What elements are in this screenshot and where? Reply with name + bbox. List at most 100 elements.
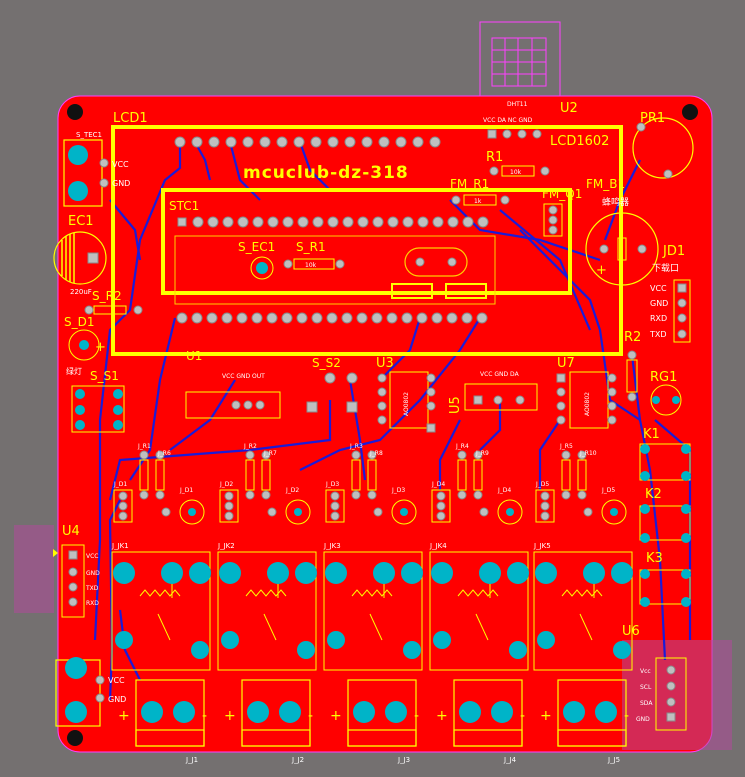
relay-4-led-label: J_D4: [497, 487, 511, 494]
relay-3-relay-outline: [323, 551, 423, 671]
relay-2-r6-body: [261, 459, 271, 491]
fm-r1-pin-1: [451, 195, 461, 205]
power-vcc-label: VCC: [108, 676, 125, 685]
u5-pin-labels: VCC GND DA: [480, 371, 520, 378]
s-s2-pin-2: [346, 372, 358, 384]
relay-2-terminal-base: [241, 729, 311, 747]
s-r2-pin-1: [84, 305, 94, 315]
stc1-bottom-pins: [176, 312, 488, 324]
u1-pin-3: [255, 400, 265, 410]
label-s-ec1: S_EC1: [238, 240, 275, 254]
ec1-value: 220uF: [70, 288, 92, 296]
relay-4-r-pin-2: [457, 490, 467, 500]
jd1-vcc-label: VCC: [650, 284, 667, 293]
label-s-s2: S_S2: [312, 356, 341, 370]
lcd1-header-pins: [174, 136, 441, 148]
relay-1-relay-pad-5: [191, 641, 209, 659]
s-r1-pin-1: [283, 259, 293, 269]
power-jack-pad-2: [65, 701, 87, 723]
u3-outline: [389, 371, 429, 429]
s-s1-pad-4: [113, 389, 123, 399]
relay-4-relay-pad-4: [433, 631, 451, 649]
cap-c1: [391, 283, 433, 299]
relay-1-relay-contact: [157, 584, 173, 641]
r1-value: 10k: [510, 169, 522, 176]
relay-4-q-outline: [431, 489, 451, 523]
label-s-r2: S_R2: [92, 289, 122, 303]
tec-gnd-label: GND: [112, 179, 130, 188]
relay-3-relay-contact: [369, 584, 385, 641]
relay-1-terminal-minus: -: [202, 708, 207, 724]
relay-1-led-pad: [188, 508, 196, 516]
relay-2-terminal-minus: -: [308, 708, 313, 724]
relay-2-led-outline: [285, 499, 311, 525]
u3-pins: [377, 373, 436, 433]
u6-pin-4-label: GND: [636, 716, 650, 723]
relay-5-relay-pad-4: [537, 631, 555, 649]
u4-pin1-marker: [53, 549, 58, 557]
relay-3-terminal-pad-1: [353, 701, 375, 723]
relay-5-led-label: J_D5: [601, 487, 615, 494]
mount-hole-tl: [67, 104, 83, 120]
relay-4-q-pin-1: [436, 491, 446, 501]
fm-b1-plus: +: [596, 263, 607, 278]
relay-1-terminal-pad-2: [173, 701, 195, 723]
relay-4-relay-outline: [429, 551, 529, 671]
label-k1: K1: [643, 427, 660, 442]
relay-2-led-pin: [267, 507, 277, 517]
relay-4-r-pin-1: [457, 450, 467, 460]
r2-pin-2: [627, 392, 637, 402]
relay-1-r6-pin-2: [155, 490, 165, 500]
relay-1-led-label: J_D1: [179, 487, 193, 494]
s-s2-pin-4: [346, 401, 358, 413]
relay-1-led-outline: [179, 499, 205, 525]
jd1-outline: [673, 279, 691, 343]
label-u7: U7: [557, 356, 575, 371]
label-s-d1: S_D1: [64, 315, 95, 329]
r2-body: [626, 359, 638, 393]
label-pr1: PR1: [640, 111, 665, 126]
power-vcc-pin: [95, 675, 105, 685]
jd1-txd-label: TXD: [649, 330, 667, 339]
relay-3-r-label: J_R3: [349, 443, 363, 450]
relay-1-r6-label: J_R6: [157, 450, 171, 457]
relay-5-q-pin-3: [540, 511, 550, 521]
relay-3-led-pin: [373, 507, 383, 517]
label-r2: R2: [624, 330, 641, 345]
fm-b1-body: [617, 237, 627, 261]
label-s-tec1: S_TEC1: [76, 131, 102, 139]
relay-2-relay-label: J_JK2: [217, 542, 235, 550]
k3-button: [639, 569, 691, 607]
relay-4-relay-pad-3: [507, 562, 529, 584]
relay-1-r-body: [139, 459, 149, 491]
jd1-pin-4: [677, 329, 687, 339]
u5-pin-1: [473, 395, 483, 405]
relay-2-relay-pad-2: [267, 562, 289, 584]
label-u1: U1: [186, 349, 202, 363]
ec1-hatch: [61, 233, 75, 283]
label-fm-b1: FM_B1: [586, 177, 625, 191]
relay-5-r-pin-1: [561, 450, 571, 460]
fm-r1-body: [463, 194, 497, 206]
u6-pin-2-label: SCL: [640, 684, 652, 691]
relay-3-r6-pin-1: [367, 450, 377, 460]
u5-pin-2: [493, 395, 503, 405]
mount-hole-tr: [682, 104, 698, 120]
relay-3-r6-pin-2: [367, 490, 377, 500]
relay-3-q-outline: [325, 489, 345, 523]
label-u4: U4: [62, 524, 80, 539]
relay-4-terminal-plus: +: [436, 708, 448, 724]
u4-pin-4-label: RXD: [86, 600, 99, 607]
label-s-r1: S_R1: [296, 240, 326, 254]
s-r1-pin-2: [335, 259, 345, 269]
u3-chip: AO0802: [403, 392, 410, 416]
relay-5-relay-outline: [533, 551, 633, 671]
dht11-grid: [491, 37, 547, 87]
label-stc1: STC1: [169, 199, 199, 213]
crystal-pin-2: [447, 257, 457, 267]
relay-4-terminal-base: [453, 729, 523, 747]
u7-chip: AO0802: [584, 392, 591, 416]
label-jd1: JD1: [662, 244, 685, 259]
relay-3-q-pin-1: [330, 491, 340, 501]
